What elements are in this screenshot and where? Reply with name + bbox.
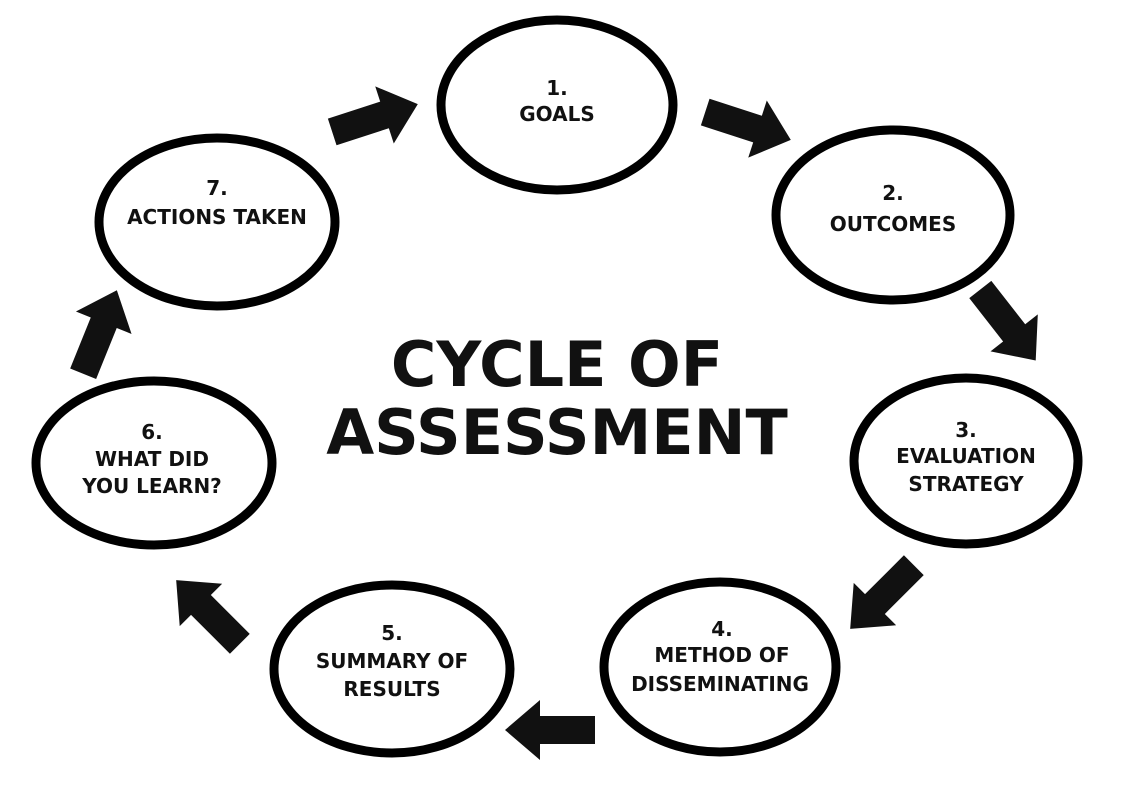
node-label-line: WHAT DID (95, 447, 209, 471)
node-number: 2. (882, 181, 904, 205)
node-label-line: RESULTS (343, 677, 440, 701)
node-label-line: DISSEMINATING (631, 672, 809, 696)
node-2-outcomes: 2. OUTCOMES (771, 125, 1015, 305)
node-ellipse (436, 15, 678, 195)
node-number: 6. (141, 420, 163, 444)
node-label-line: ACTIONS TAKEN (127, 205, 307, 229)
node-number: 3. (955, 418, 977, 442)
arrow-1-to-2 (700, 98, 791, 158)
arrows (70, 86, 1038, 760)
title-line-1: CYCLE OF (391, 328, 723, 401)
arrow-2-to-3 (969, 280, 1038, 361)
node-5-summary-of-results: 5. SUMMARY OF RESULTS (269, 580, 515, 758)
node-number: 1. (546, 76, 568, 100)
node-ellipse (771, 125, 1015, 305)
node-number: 7. (206, 176, 228, 200)
node-number: 4. (711, 617, 733, 641)
node-6-what-did-you-learn: 6. WHAT DID YOU LEARN? (31, 376, 277, 550)
node-number: 5. (381, 621, 403, 645)
arrow-5-to-6 (176, 580, 250, 654)
node-ellipse (849, 373, 1083, 549)
node-ellipse (31, 376, 277, 550)
diagram-title: CYCLE OF ASSESSMENT (326, 328, 788, 469)
node-label-line: YOU LEARN? (81, 474, 222, 498)
title-line-2: ASSESSMENT (326, 396, 788, 469)
arrow-3-to-4 (850, 555, 924, 629)
node-label-line: STRATEGY (908, 472, 1024, 496)
node-1-goals: 1. GOALS (436, 15, 678, 195)
arrow-7-to-1 (327, 86, 418, 146)
node-ellipse (599, 577, 841, 757)
node-label-line: OUTCOMES (830, 212, 957, 236)
node-4-method-of-disseminating: 4. METHOD OF DISSEMINATING (599, 577, 841, 757)
arrow-6-to-7 (70, 290, 132, 379)
arrow-4-to-5 (505, 700, 595, 760)
node-3-evaluation-strategy: 3. EVALUATION STRATEGY (849, 373, 1083, 549)
node-label-line: GOALS (519, 102, 595, 126)
node-7-actions-taken: 7. ACTIONS TAKEN (94, 133, 340, 311)
node-label-line: METHOD OF (654, 643, 789, 667)
node-ellipse (269, 580, 515, 758)
node-label-line: SUMMARY OF (316, 649, 468, 673)
node-ellipse (94, 133, 340, 311)
node-label-line: EVALUATION (896, 444, 1036, 468)
